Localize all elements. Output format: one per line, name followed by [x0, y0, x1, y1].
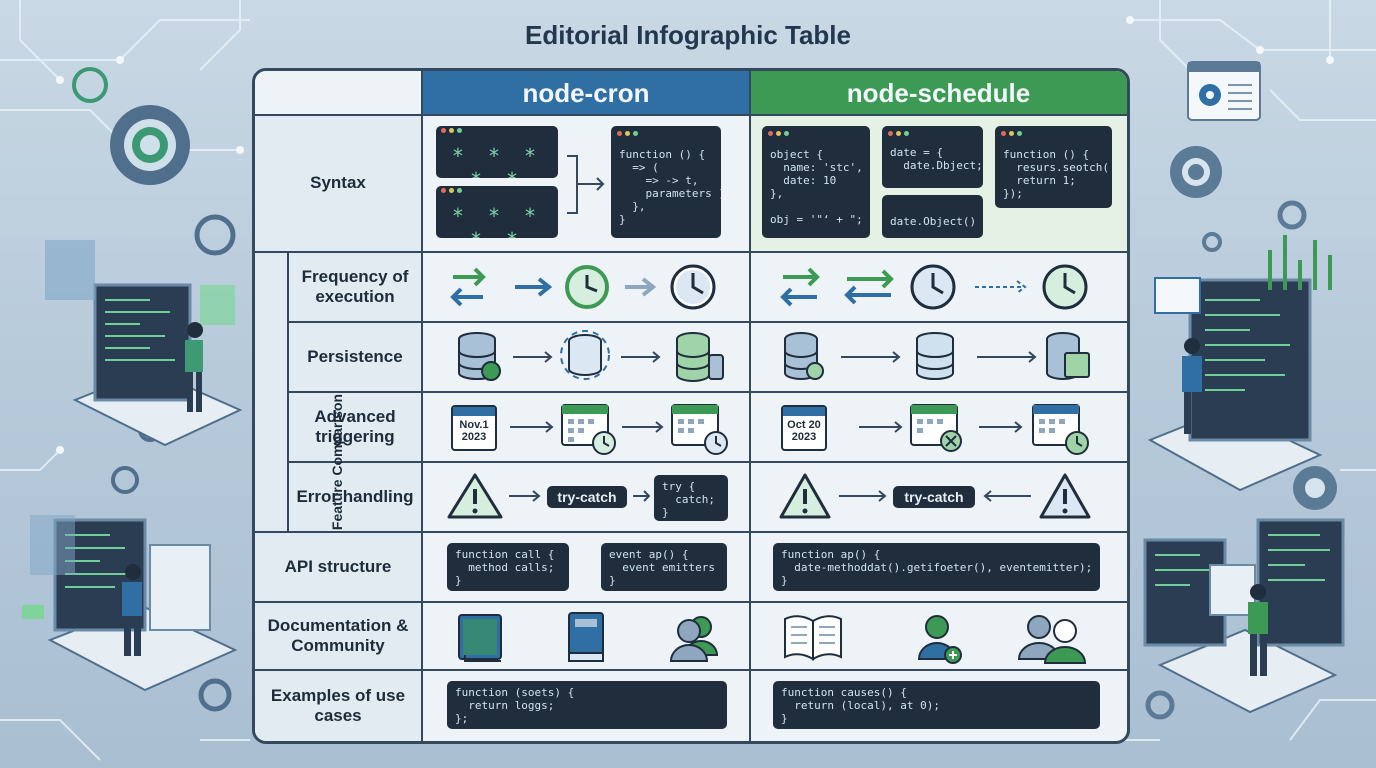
cron-persistence-flow	[458, 330, 724, 382]
schedule-calendar-icon: Oct 20 2023	[781, 405, 827, 451]
cron-api-code-2: event ap() { event emitters }	[601, 543, 727, 591]
arrow-right-icon	[513, 351, 553, 363]
arrow-right-icon	[859, 421, 903, 433]
person-icon	[185, 322, 203, 412]
warning-icon	[779, 473, 831, 519]
row-label-advanced-triggering: Advanced triggering	[314, 407, 396, 446]
row-label-documentation: Documentation & Community	[267, 616, 409, 655]
row-label-examples: Examples of use cases	[270, 686, 406, 725]
schedule-try-catch-badge: try-catch	[893, 486, 975, 508]
clock-icon	[910, 264, 956, 310]
arrow-right-icon	[841, 351, 901, 363]
cron-frequency-flow	[450, 264, 716, 310]
database-icon	[784, 332, 824, 380]
person-icon	[1182, 338, 1202, 434]
arrow-right-icon	[622, 421, 664, 433]
cron-terminal-2: * * * * *	[436, 186, 558, 238]
schedule-persistence-flow	[784, 332, 1090, 380]
page-title: Editorial Infographic Table	[525, 20, 851, 50]
database-icon	[458, 332, 501, 381]
calendar-icon	[910, 404, 962, 452]
cycle-arrows-icon	[450, 267, 486, 307]
row-label-api-structure: API structure	[284, 557, 392, 576]
cron-calendar-icon: Nov.1 2023	[451, 405, 497, 451]
bracket-arrow-icon	[567, 155, 605, 214]
arrow-right-icon	[979, 421, 1023, 433]
gear-icon	[1145, 146, 1337, 720]
calendar-icon	[561, 404, 616, 455]
schedule-frequency-flow	[780, 264, 1088, 310]
label-column	[255, 115, 422, 741]
cron-date-label: Nov.1 2023	[459, 419, 489, 443]
cron-terminal-1: * * * * *	[436, 126, 558, 178]
cron-syntax-code: function () { => ( => -> t, parameters )…	[611, 126, 721, 238]
arrow-right-icon	[625, 277, 657, 297]
person-icon	[122, 564, 142, 656]
arrow-right-icon	[633, 490, 651, 502]
cron-star-syntax: * * * * *	[451, 144, 543, 178]
warning-icon	[1039, 473, 1091, 519]
schedule-syntax-code-2: date = { date.Dbject;	[882, 126, 983, 188]
schedule-syntax-code-1: object { name: 'stc', date: 10 }, obj = …	[762, 126, 870, 238]
arrow-right-icon	[839, 490, 887, 502]
cycle-arrows-icon	[780, 267, 820, 307]
row-label-frequency: Frequency of execution	[301, 267, 409, 306]
book-icon	[568, 612, 604, 662]
clock-icon	[565, 265, 609, 309]
cron-try-code: try { catch; }	[654, 475, 728, 521]
monitor-icon	[1143, 518, 1345, 714]
open-book-icon	[784, 615, 842, 661]
cron-api-code-1: function call { method calls; }	[447, 543, 569, 591]
schedule-date-label: Oct 20 2023	[787, 419, 821, 443]
schedule-syntax-code-3: date.Object()	[882, 195, 983, 238]
book-icon	[458, 614, 502, 662]
schedule-example-code: function causes() { return (local), at 0…	[773, 681, 1100, 729]
database-icon	[1046, 332, 1090, 380]
comparison-table: node-cron node-schedule Feature Comparis…	[252, 68, 1130, 744]
user-add-icon	[917, 615, 962, 664]
arrow-left-icon	[983, 490, 1031, 502]
users-icon	[669, 616, 719, 662]
cron-triggering-flow	[510, 404, 728, 455]
row-label-persistence: Persistence	[307, 347, 403, 366]
schedule-triggering-flow	[859, 404, 1089, 455]
schedule-syntax-code-4: function () { resurs.seotch( return 1; }…	[995, 126, 1112, 208]
swap-arrows-icon	[844, 269, 894, 305]
calendar-icon	[1032, 404, 1089, 455]
users-icon	[1017, 615, 1087, 664]
column-header-node-cron: node-cron	[422, 71, 750, 115]
column-header-node-schedule: node-schedule	[750, 71, 1127, 115]
monitor-icon	[45, 240, 243, 447]
database-icon	[676, 332, 724, 382]
warning-icon	[447, 473, 503, 519]
arrow-right-icon	[977, 351, 1037, 363]
gear-icon	[110, 105, 190, 185]
monitor-icon	[22, 515, 238, 692]
database-icon	[916, 332, 954, 380]
person-icon	[1248, 584, 1268, 676]
monitor-icon	[1147, 235, 1332, 492]
cron-star-syntax: * * * * *	[451, 204, 543, 238]
browser-window-icon	[1187, 61, 1261, 121]
arrow-right-icon	[621, 351, 661, 363]
cron-example-code: function (soets) { return loggs; };	[447, 681, 727, 729]
arrow-right-icon	[510, 421, 554, 433]
arrow-right-icon	[509, 490, 541, 502]
arrow-right-icon	[515, 277, 553, 297]
cron-try-catch-badge: try-catch	[547, 486, 627, 508]
calendar-icon	[671, 404, 728, 455]
row-label-error-handling: Error handling	[296, 487, 414, 506]
database-icon	[560, 330, 610, 380]
clock-icon	[670, 264, 716, 310]
clock-icon	[1042, 264, 1088, 310]
header-empty-cell	[255, 71, 422, 115]
dashed-arrow-icon	[975, 280, 1027, 294]
schedule-api-code: function ap() { date-methoddat().getifoe…	[773, 543, 1100, 591]
row-label-syntax: Syntax	[310, 173, 366, 192]
